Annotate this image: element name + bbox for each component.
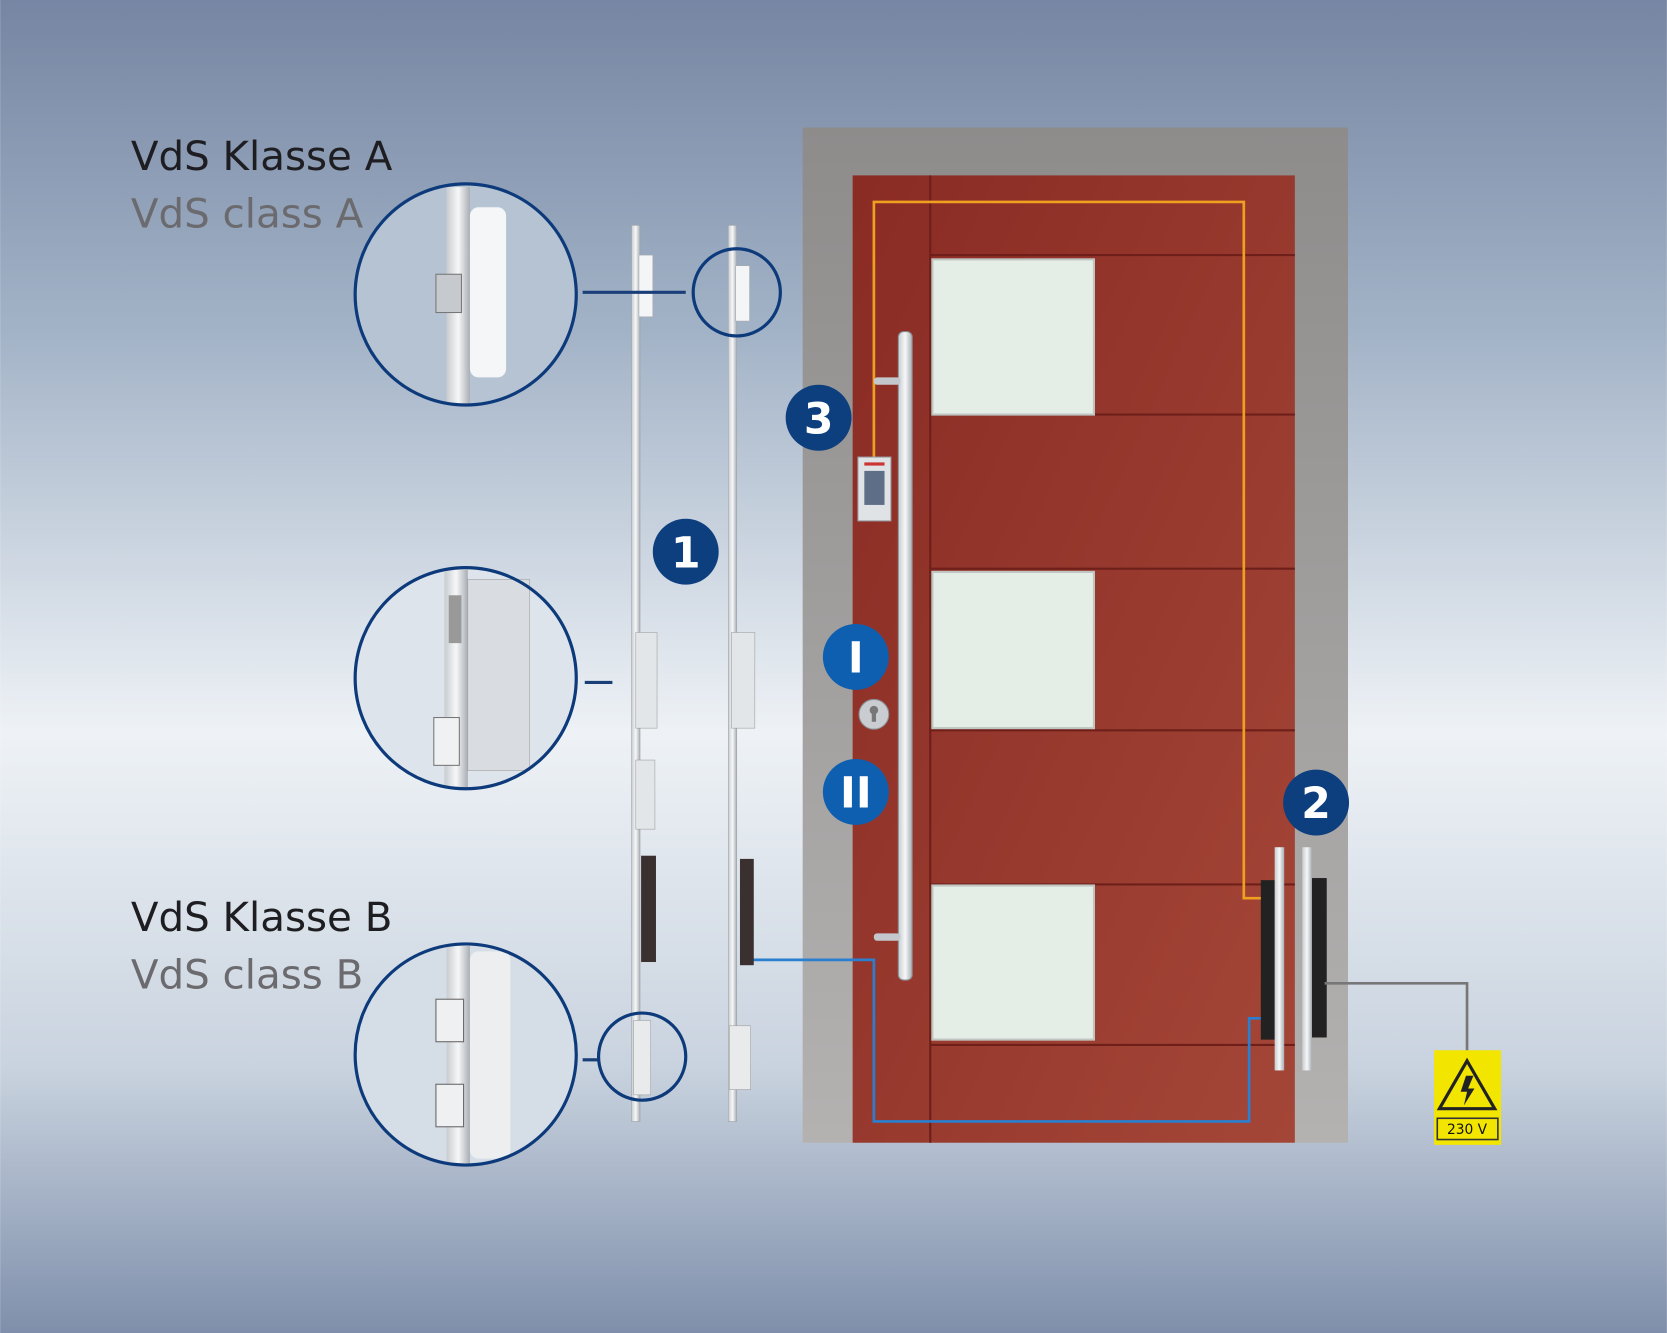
class-b-title-de: VdS Klasse B — [131, 894, 393, 941]
svg-text:3: 3 — [804, 395, 834, 444]
orange-wire — [872, 200, 1266, 900]
detail-circle-class-b — [353, 942, 578, 1167]
door — [752, 127, 1469, 1143]
lock-strip-class-b — [631, 225, 658, 1122]
class-a-title-en: VdS class A — [131, 190, 364, 237]
blue-wire — [752, 958, 1266, 1123]
class-a-title-de: VdS Klasse A — [131, 133, 393, 180]
lock-strip-class-a — [727, 225, 756, 1122]
door-window-middle — [931, 570, 1095, 730]
high-voltage-warning-sign: 230 V — [1434, 1050, 1502, 1145]
door-handle-bar[interactable] — [873, 331, 913, 981]
voltage-label: 230 V — [1447, 1122, 1488, 1138]
power-cable — [1324, 981, 1469, 1053]
class-b-title-en: VdS class B — [131, 952, 363, 999]
key-cylinder-icon[interactable] — [858, 698, 890, 730]
detail-circle-class-a — [353, 182, 578, 407]
badge-roman-1: I — [822, 623, 889, 690]
detail-circle-middle-lock — [353, 566, 578, 791]
svg-text:1: 1 — [671, 529, 701, 578]
high-voltage-icon — [1436, 1057, 1498, 1111]
badge-roman-2: II — [822, 758, 889, 825]
door-window-top — [931, 258, 1095, 416]
badge-3: 3 — [785, 384, 852, 451]
badge-2: 2 — [1283, 769, 1350, 836]
svg-text:2: 2 — [1301, 780, 1331, 829]
door-window-bottom — [931, 884, 1095, 1041]
detail-ring-small-bottom — [596, 1011, 688, 1102]
fingerprint-reader[interactable] — [857, 456, 892, 522]
motor-lock — [1260, 847, 1327, 1071]
svg-text:II: II — [840, 770, 872, 819]
badge-1: 1 — [652, 518, 719, 585]
svg-text:I: I — [848, 635, 864, 684]
detail-ring-small-top — [691, 247, 782, 338]
